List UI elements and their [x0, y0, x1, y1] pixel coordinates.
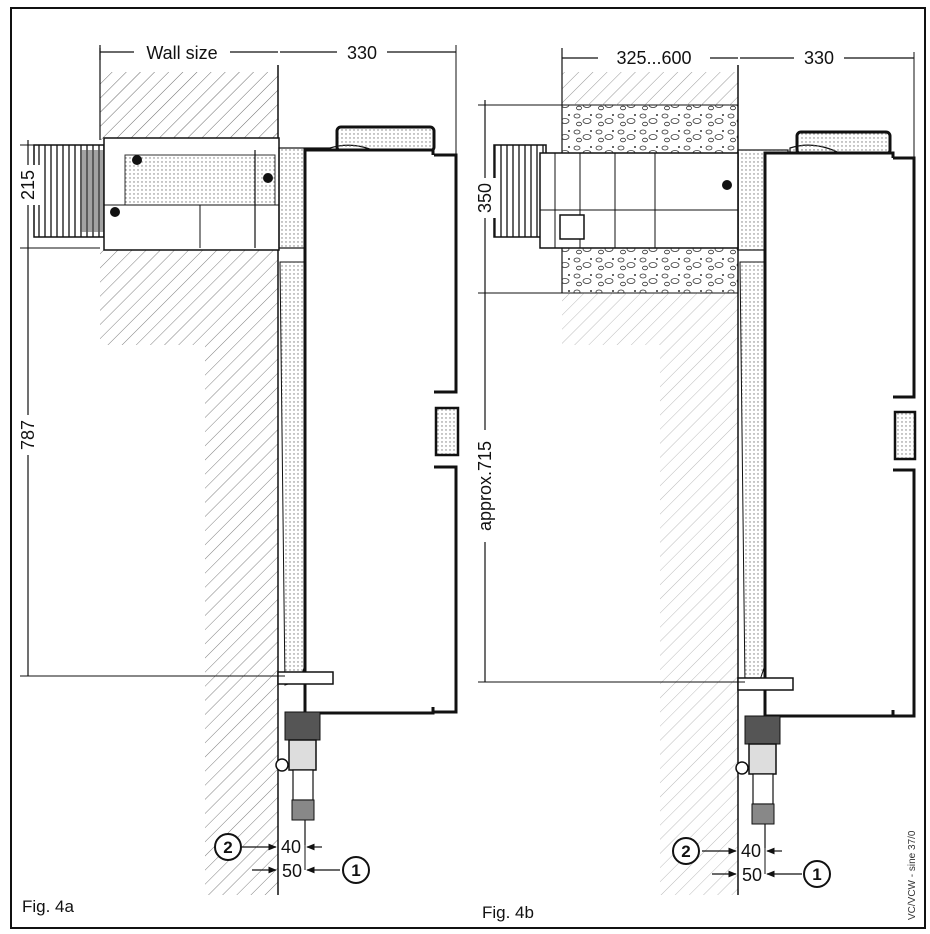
dimension-depth: 330: [347, 43, 377, 63]
callout-circle-2: [214, 833, 242, 861]
figure-4b: 325...600 330 350 approx.715 40 50 2 1 F…: [474, 45, 917, 922]
figure-4a: Wall size 330 215 787 40 50 2 1 Fig. 4a: [18, 40, 460, 916]
appliance-top-cover-b: [795, 130, 892, 156]
insulation-upper: [561, 104, 739, 154]
callout-label-2: 2: [223, 838, 232, 857]
callout-label-2-b: 2: [681, 842, 690, 861]
wall-section-lower: [100, 250, 278, 895]
dimension-total-height-b: approx.715: [475, 441, 495, 531]
dimension-offset-40: 40: [281, 837, 301, 857]
dimension-flue-height: 215: [18, 170, 38, 200]
callout-label-1-b: 1: [812, 865, 821, 884]
gas-valve-fitting-b: [735, 715, 781, 848]
callout-label-1: 1: [351, 861, 360, 880]
dimension-offset-50: 50: [282, 861, 302, 881]
dimension-wall-size: Wall size: [146, 43, 217, 63]
side-control-panel: [434, 406, 460, 457]
flue-grill-terminal-b: [493, 144, 547, 238]
page-border: [10, 7, 926, 929]
dimension-flue-height-b: 350: [475, 183, 495, 213]
drawing-credit: VC/VCW - sine 37/0: [907, 830, 918, 920]
callout-circle-2-b: [672, 837, 700, 865]
figure-caption: Fig. 4a: [22, 897, 75, 916]
dimension-offset-50-b: 50: [742, 865, 762, 885]
wall-section-lower-b: [562, 293, 738, 895]
callout-circle-1-b: [803, 860, 831, 888]
dimension-wall-range: 325...600: [616, 48, 691, 68]
appliance-top-cover: [335, 125, 436, 153]
figure-caption-b: Fig. 4b: [482, 903, 534, 922]
mounting-plate-b: [739, 261, 766, 686]
mounting-plate: [279, 261, 306, 686]
dimension-depth-b: 330: [804, 48, 834, 68]
gas-valve-fitting: [275, 711, 321, 845]
side-control-panel-b: [893, 410, 917, 461]
dimension-total-height: 787: [18, 420, 38, 450]
wall-section-upper: [100, 72, 278, 140]
dimension-offset-40-b: 40: [741, 841, 761, 861]
insulation-lower: [561, 247, 739, 294]
callout-circle-1: [342, 856, 370, 884]
